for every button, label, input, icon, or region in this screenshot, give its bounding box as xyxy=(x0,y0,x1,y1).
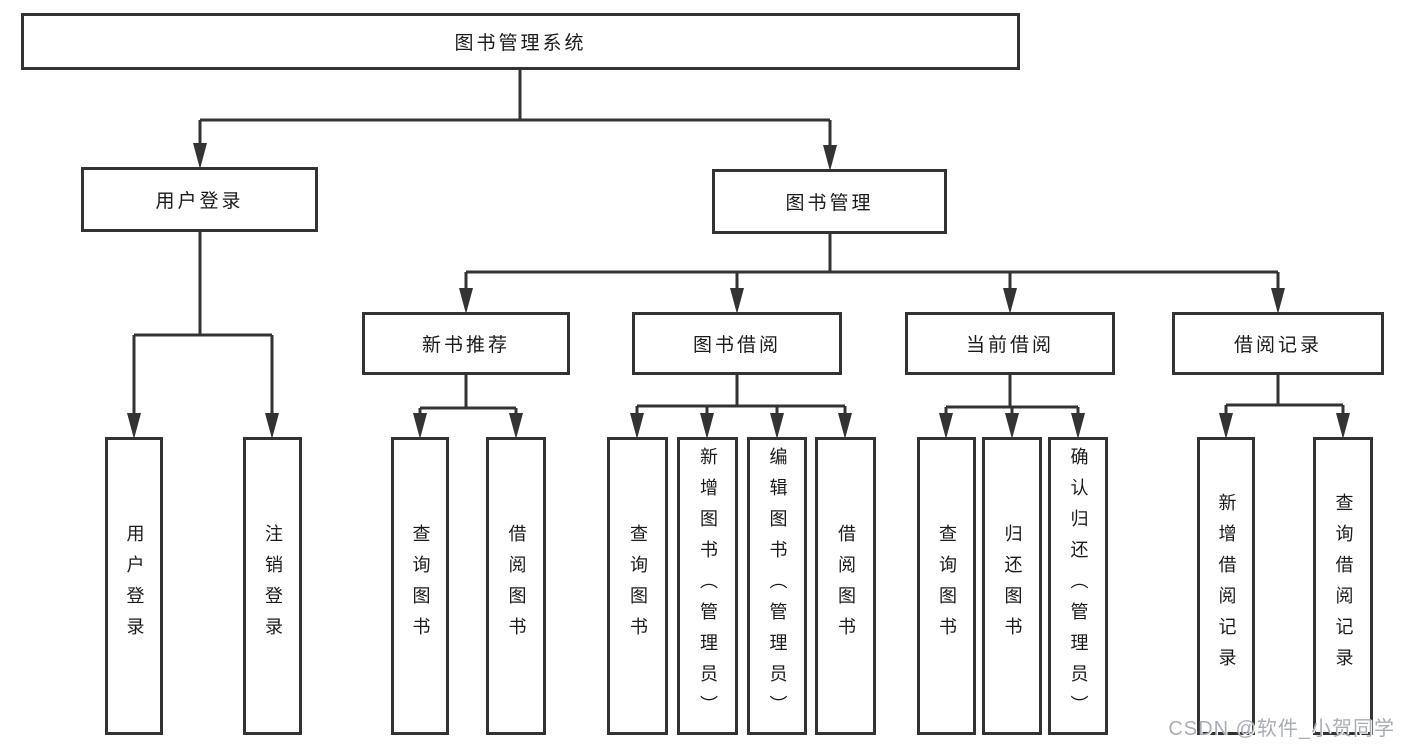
edge-line xyxy=(132,232,274,417)
leaf-add-borrow-record: 新增借阅记录 xyxy=(1197,437,1255,735)
edge-line xyxy=(944,375,1080,417)
leaf-add-books-admin: 新增图书（管理员） xyxy=(677,437,738,735)
edge-current-to-leaves xyxy=(939,375,1085,439)
leaf-edit-books-admin: 编辑图书（管理员） xyxy=(747,437,807,735)
arrow-down-icon xyxy=(1336,413,1350,439)
node-current-borrowing: 当前借阅 xyxy=(905,312,1115,375)
edge-line xyxy=(1224,375,1345,417)
node-user-login: 用户登录 xyxy=(81,167,318,232)
watermark-text: CSDN @软件_小贺同学 xyxy=(1168,718,1395,740)
edge-line xyxy=(635,375,847,417)
leaf-logout-login: 注销登录 xyxy=(243,437,302,735)
node-label: 新增借阅记录 xyxy=(1216,493,1237,679)
leaf-query-books-current: 查询图书 xyxy=(917,437,976,735)
edge-records-to-leaves xyxy=(1219,375,1350,439)
arrow-down-icon xyxy=(459,288,473,314)
node-label: 借阅图书 xyxy=(506,524,527,648)
node-label: 借阅图书 xyxy=(835,524,856,648)
leaf-query-books-borrowing: 查询图书 xyxy=(607,437,668,735)
arrow-down-icon xyxy=(730,288,744,314)
edge-borrowing-to-leaves xyxy=(630,375,852,439)
node-label: 图书管理系统 xyxy=(454,33,587,54)
edge-bookmgmt-to-level3 xyxy=(459,234,1285,314)
edge-line xyxy=(198,70,832,149)
node-label: 图书管理 xyxy=(785,193,874,214)
node-label: 图书借阅 xyxy=(692,335,781,356)
arrow-down-icon xyxy=(413,413,427,439)
node-label: 当前借阅 xyxy=(965,335,1054,356)
node-label: 借阅记录 xyxy=(1233,335,1322,356)
edge-userlogin-to-leaves xyxy=(127,232,279,439)
node-label: 确认归还（管理员） xyxy=(1068,446,1089,726)
arrow-down-icon xyxy=(770,413,784,439)
node-label: 归还图书 xyxy=(1002,524,1023,648)
arrow-down-icon xyxy=(193,143,207,169)
node-label: 新增图书（管理员） xyxy=(697,446,718,726)
arrow-down-icon xyxy=(630,413,644,439)
leaf-user-login: 用户登录 xyxy=(105,437,163,735)
arrow-down-icon xyxy=(265,413,279,439)
node-label: 新书推荐 xyxy=(421,335,510,356)
arrow-down-icon xyxy=(939,413,953,439)
edge-line xyxy=(464,234,1280,292)
arrow-down-icon xyxy=(1005,413,1019,439)
arrow-down-icon xyxy=(838,413,852,439)
arrow-down-icon xyxy=(1071,413,1085,439)
node-new-book-recommend: 新书推荐 xyxy=(362,312,570,375)
node-label: 查询图书 xyxy=(627,524,648,648)
leaf-confirm-return-admin: 确认归还（管理员） xyxy=(1048,437,1108,735)
edge-root-to-level2 xyxy=(193,70,837,171)
node-label: 用户登录 xyxy=(124,524,145,648)
leaf-borrow-books-borrowing: 借阅图书 xyxy=(815,437,876,735)
node-label: 查询图书 xyxy=(936,524,957,648)
leaf-return-books: 归还图书 xyxy=(982,437,1042,735)
arrow-down-icon xyxy=(1003,288,1017,314)
arrow-down-icon xyxy=(509,413,523,439)
leaf-query-borrow-record: 查询借阅记录 xyxy=(1313,437,1373,735)
leaf-borrow-books-recommend: 借阅图书 xyxy=(486,437,546,735)
arrow-down-icon xyxy=(1271,288,1285,314)
node-label: 用户登录 xyxy=(155,191,244,212)
arrow-down-icon xyxy=(127,413,141,439)
node-label: 编辑图书（管理员） xyxy=(767,446,788,726)
node-book-management: 图书管理 xyxy=(712,169,947,234)
node-label: 查询图书 xyxy=(410,524,431,648)
arrow-down-icon xyxy=(1219,413,1233,439)
node-book-borrowing: 图书借阅 xyxy=(632,312,842,375)
node-label: 查询借阅记录 xyxy=(1333,493,1354,679)
node-label: 注销登录 xyxy=(262,524,283,648)
edge-line xyxy=(418,375,518,417)
edge-recommend-to-leaves xyxy=(413,375,523,439)
node-root: 图书管理系统 xyxy=(21,13,1020,70)
arrow-down-icon xyxy=(823,145,837,171)
leaf-query-books-recommend: 查询图书 xyxy=(391,437,449,735)
node-borrowing-records: 借阅记录 xyxy=(1172,312,1384,375)
arrow-down-icon xyxy=(700,413,714,439)
